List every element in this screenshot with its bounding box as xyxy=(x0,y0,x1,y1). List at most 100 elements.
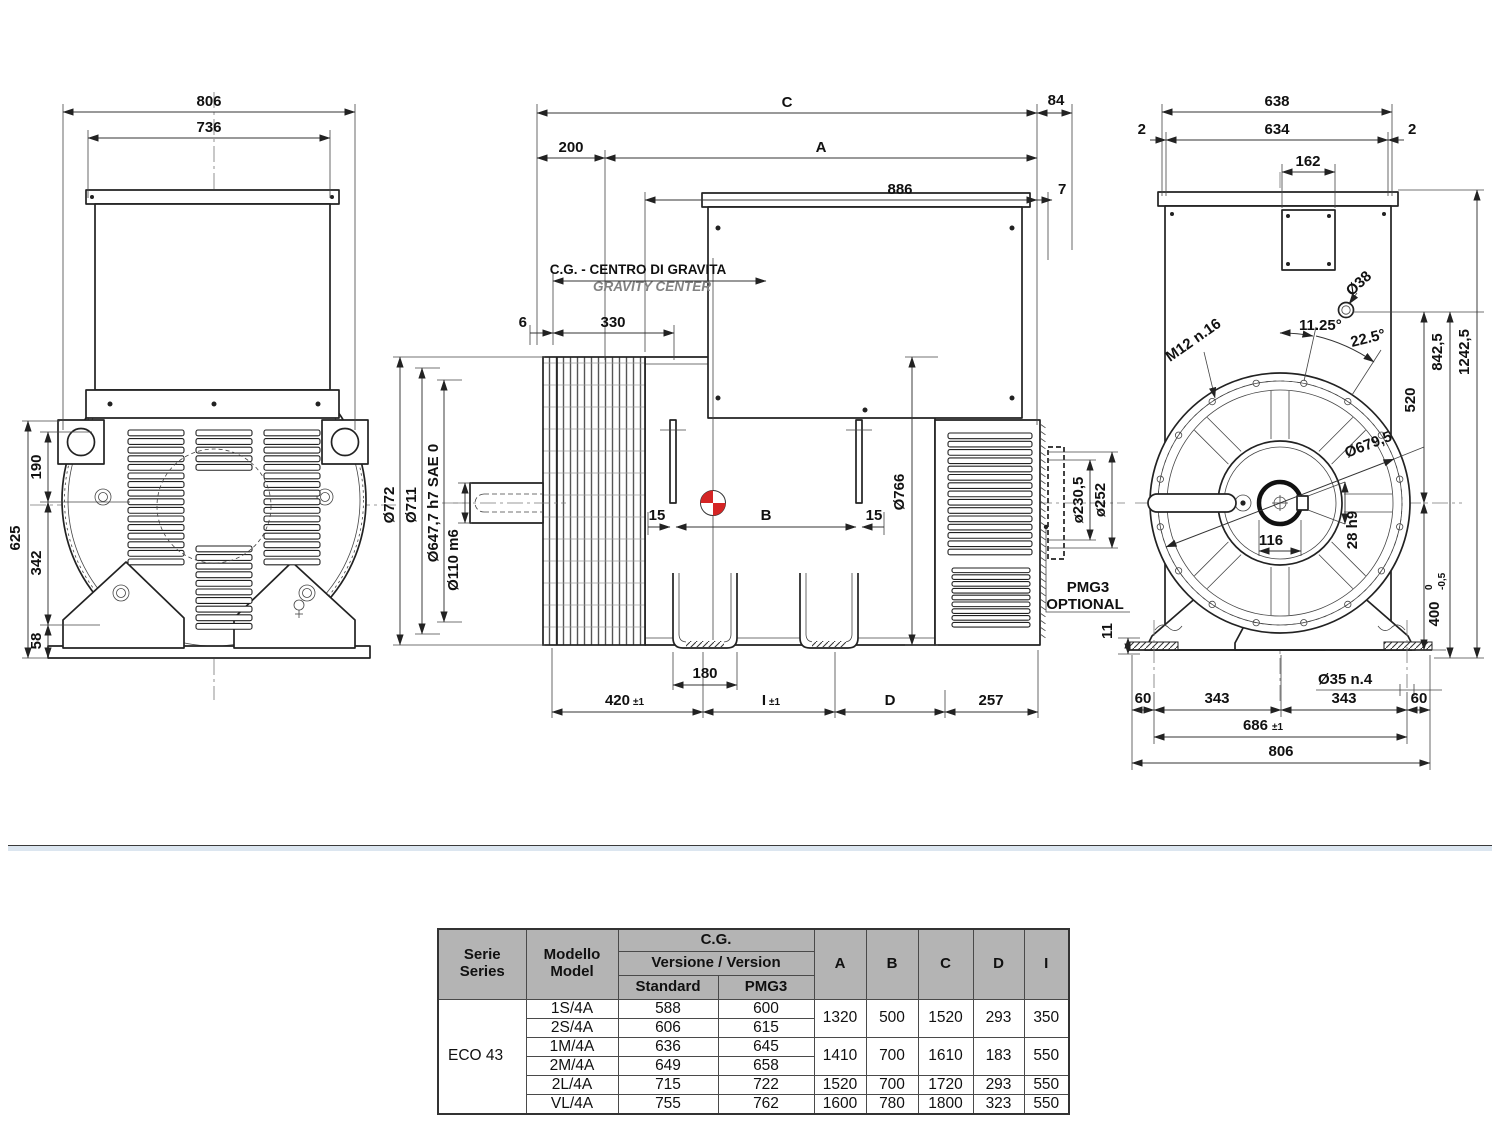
spoke-line xyxy=(1194,429,1229,465)
serration-tick xyxy=(1039,584,1046,590)
louver-slat xyxy=(195,463,253,471)
table-row: ECO 43 1S/4A 588 600 1320 500 1520 293 3… xyxy=(437,998,1070,1114)
spoke-line xyxy=(1194,541,1229,577)
bolt-hole xyxy=(1396,523,1404,531)
bolt-hole xyxy=(1344,600,1352,609)
bolt-hole xyxy=(1252,619,1260,627)
louver-slat xyxy=(947,548,1033,556)
serration-tick xyxy=(1039,465,1046,471)
louver-slat xyxy=(263,498,321,506)
bolt-hole xyxy=(1377,567,1386,575)
louver-slat xyxy=(127,541,185,549)
cg-pmg3-cell: 762 xyxy=(717,1093,815,1114)
col-header-standard: Standard xyxy=(617,974,719,1000)
dim-d-cell: 183 xyxy=(972,1036,1025,1076)
terminal-box-screws xyxy=(715,225,1015,413)
spoke-line xyxy=(1318,417,1354,452)
gland-plate xyxy=(1281,209,1336,271)
louver-slat xyxy=(263,532,321,540)
serration-tick xyxy=(1039,479,1046,485)
front-left-lug-hole xyxy=(66,427,96,457)
louver-slat xyxy=(951,574,1031,580)
louver-slat xyxy=(951,594,1031,601)
louver-column-middle-bottom xyxy=(195,545,253,630)
table-row: 1M/4A 636 645 1410 700 1610 183 550 xyxy=(438,1036,1070,1076)
dim-label: 200 xyxy=(558,139,583,156)
dim-d-cell: 293 xyxy=(972,998,1025,1038)
dim-label: ø230,5 xyxy=(1070,477,1087,524)
louver-slat xyxy=(947,532,1033,539)
dim-label: 343 xyxy=(1331,690,1356,707)
dim-label: 2 xyxy=(1138,121,1146,138)
spoke-line xyxy=(1318,554,1354,589)
spoke-line xyxy=(1331,429,1366,465)
fan-circle xyxy=(156,448,272,564)
serration-tick xyxy=(1039,556,1046,562)
dim-b-cell: 700 xyxy=(865,1036,919,1076)
front-left-lug xyxy=(57,419,105,465)
dim-i-cell: 550 xyxy=(1023,1036,1070,1076)
spoke-line xyxy=(1331,541,1366,577)
bolt-hole xyxy=(1156,475,1164,483)
louver-slat xyxy=(951,601,1031,608)
dim-label: 15 xyxy=(866,507,883,524)
serration-tick xyxy=(1039,563,1046,569)
dim-label: C xyxy=(782,94,793,111)
dim-label: Ø711 xyxy=(403,487,420,523)
skid-foot-1 xyxy=(672,573,738,649)
dim-c-cell: 1610 xyxy=(917,1036,974,1076)
gland-plate-screws xyxy=(1286,214,1331,266)
louver-slat xyxy=(127,532,185,540)
dim-label: ø252 xyxy=(1092,483,1109,517)
dim-label: 2 xyxy=(1408,121,1416,138)
break-line xyxy=(1377,624,1406,631)
serration-tick xyxy=(1039,591,1046,597)
louver-slat xyxy=(195,614,253,622)
dim-tolerance: ±1 xyxy=(769,697,780,708)
guide-rod-left xyxy=(669,419,677,504)
dim-c-cell: 1520 xyxy=(917,998,974,1038)
serration-tick xyxy=(1039,521,1046,527)
dim-label: 162 xyxy=(1295,153,1320,170)
dim-label: I xyxy=(762,692,766,709)
dim-c-cell: 1800 xyxy=(917,1093,974,1114)
dim-tolerance: ±1 xyxy=(633,697,644,708)
serration-tick xyxy=(1039,598,1046,604)
col-header-c: C xyxy=(917,928,974,1000)
dim-label: Ø35 n.4 xyxy=(1318,671,1373,688)
dim-label: 520 xyxy=(1402,387,1419,412)
rear-louvers-lower xyxy=(951,567,1031,628)
louver-slat xyxy=(947,498,1033,506)
louver-slat xyxy=(195,446,253,454)
louver-slat xyxy=(127,472,185,480)
dim-label: 84 xyxy=(1048,92,1065,109)
louver-slat xyxy=(127,446,185,454)
spoke-line xyxy=(1206,417,1242,452)
svg-text:0: 0 xyxy=(1424,584,1435,590)
louver-slat xyxy=(195,438,253,445)
bolt-hole xyxy=(1300,619,1308,627)
front-right-lug-hole xyxy=(330,427,360,457)
svg-text:-0,5: -0,5 xyxy=(1437,572,1448,590)
series-name-cell: ECO 43 xyxy=(437,998,527,1114)
louver-slat xyxy=(947,473,1033,481)
dim-b-cell: 780 xyxy=(865,1093,919,1114)
louver-slat xyxy=(263,558,321,566)
serration-tick xyxy=(1039,451,1046,457)
serration-tick xyxy=(1039,605,1046,611)
louver-slat xyxy=(195,455,253,463)
dim-b-cell: 700 xyxy=(865,1074,919,1095)
dim-label: 330 xyxy=(600,314,625,331)
cg-symbol xyxy=(700,490,726,516)
serration-tick xyxy=(1039,514,1046,520)
dim-label: 180 xyxy=(692,665,717,682)
cg-pmg3-cell: 600 xyxy=(717,998,815,1019)
cg-pmg3-cell: 615 xyxy=(717,1017,815,1038)
col-header-i: I xyxy=(1023,928,1070,1000)
serration-tick xyxy=(1039,535,1046,541)
bolt-circle xyxy=(1156,379,1404,627)
serration-tick xyxy=(1039,619,1046,625)
louver-slat xyxy=(195,588,253,596)
